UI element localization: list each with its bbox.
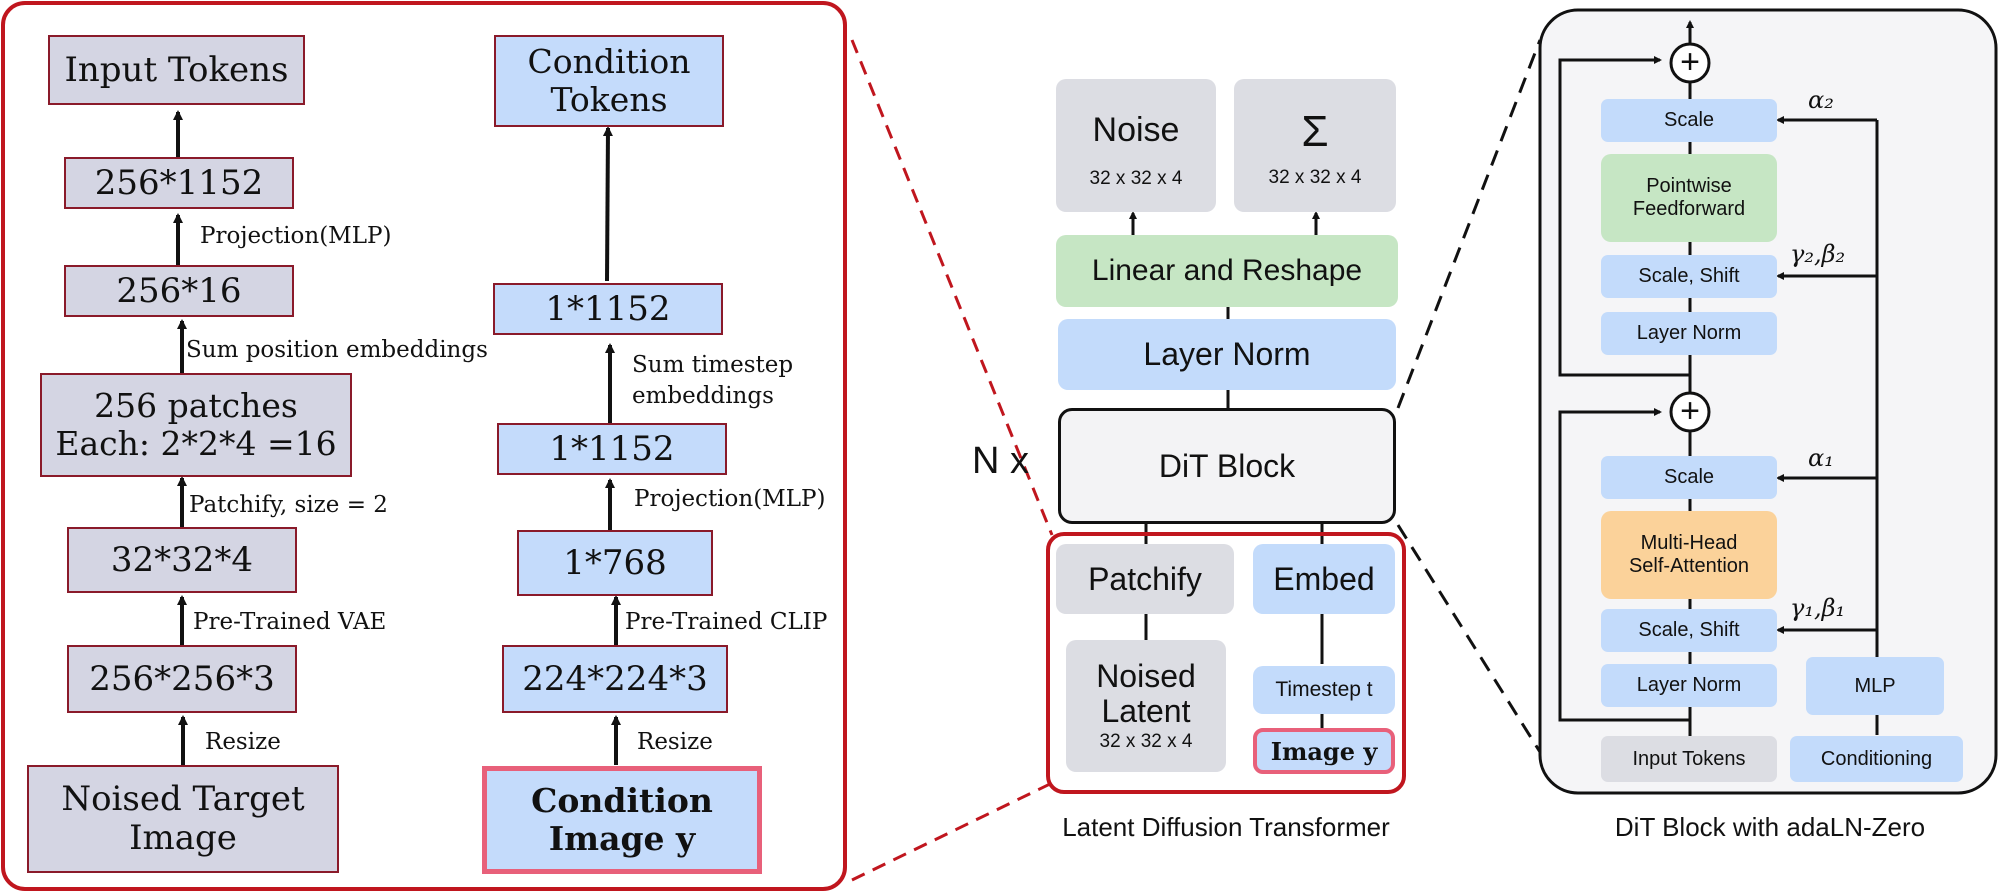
mlp-label: MLP xyxy=(1854,674,1896,697)
plus-top-icon: + xyxy=(1680,43,1700,81)
plus-circles xyxy=(1669,42,1711,433)
scale-shift-bottom-label: Scale, Shift xyxy=(1638,619,1740,641)
vae-edge-label: Pre-Trained VAE xyxy=(193,609,387,635)
middle-layer-norm-label: Layer Norm xyxy=(1143,336,1311,372)
condition-column-arrows xyxy=(602,126,621,765)
alpha2-label: α₂ xyxy=(1808,86,1834,114)
patches-label: 256 patches Each: 2*2*4 =16 xyxy=(55,386,337,463)
noise-label: Noise xyxy=(1092,111,1180,149)
input-tokens-box: Input Tokens xyxy=(48,35,305,105)
alpha1-label: α₁ xyxy=(1808,444,1834,472)
input-1152-box: 256*1152 xyxy=(64,157,294,209)
sigma-dim-label: 32 x 32 x 4 xyxy=(1268,166,1362,188)
cond-768-box: 1*768 xyxy=(517,530,713,596)
scale-top-box: Scale xyxy=(1601,99,1777,142)
condition-tokens-label: Condition Tokens xyxy=(527,42,691,119)
timestep-box: Timestep t xyxy=(1253,666,1395,714)
image-256x256x3-label: 256*256*3 xyxy=(89,659,275,699)
linear-reshape-label: Linear and Reshape xyxy=(1091,254,1363,287)
projection-mlp-cond-edge-label: Projection(MLP) xyxy=(634,486,826,512)
projection-mlp-edge-label: Projection(MLP) xyxy=(200,223,392,249)
noised-target-image-box: Noised Target Image xyxy=(27,765,339,873)
image-y-label: Image y xyxy=(1270,736,1378,766)
resize-input-edge-label: Resize xyxy=(205,729,281,755)
pointwise-feedforward-box: Pointwise Feedforward xyxy=(1601,154,1777,242)
image-y-box: Image y xyxy=(1253,728,1395,774)
patches-box: 256 patches Each: 2*2*4 =16 xyxy=(40,373,352,477)
conditioning-box: Conditioning xyxy=(1790,736,1963,782)
noised-latent-dim-label: 32 x 32 x 4 xyxy=(1099,731,1193,753)
sigma-box: Σ 32 x 32 x 4 xyxy=(1234,79,1396,212)
input-256x16-box: 256*16 xyxy=(64,265,294,317)
middle-connectors xyxy=(1129,211,1324,730)
input-tokens-label: Input Tokens xyxy=(64,50,289,90)
timestep-label: Timestep t xyxy=(1275,678,1373,701)
multi-head-attention-box: Multi-Head Self-Attention xyxy=(1601,511,1777,599)
layer-norm-bottom-box: Layer Norm xyxy=(1601,664,1777,707)
conditioning-label: Conditioning xyxy=(1820,747,1933,770)
sigma-label: Σ xyxy=(1301,106,1329,156)
layer-norm-top-label: Layer Norm xyxy=(1636,322,1742,344)
pointwise-feedforward-label: Pointwise Feedforward xyxy=(1632,175,1746,220)
gamma2-beta2-label: γ₂,β₂ xyxy=(1790,240,1846,268)
input-256x16-label: 256*16 xyxy=(116,271,242,311)
cond-1152-top-label: 1*1152 xyxy=(545,289,671,329)
cond-1152-bottom-label: 1*1152 xyxy=(549,429,675,469)
sum-position-edge-label: Sum position embeddings xyxy=(186,337,488,363)
dit-block-caption: DiT Block with adaLN-Zero xyxy=(1614,812,1926,842)
scale-shift-top-box: Scale, Shift xyxy=(1601,255,1777,298)
noised-latent-box: Noised Latent 32 x 32 x 4 xyxy=(1066,640,1226,772)
cond-224x224x3-box: 224*224*3 xyxy=(502,645,728,713)
n-x-label: N x xyxy=(972,440,1029,482)
input-column-arrows xyxy=(173,110,188,765)
sum-timestep-edge-label: Sum timestep embeddings xyxy=(632,352,794,410)
zoom-lines-right xyxy=(1396,39,1542,753)
patchify-label: Patchify xyxy=(1088,560,1202,597)
plus-bottom-icon: + xyxy=(1680,392,1700,430)
zoom-lines-left xyxy=(850,39,1054,882)
mlp-box: MLP xyxy=(1806,657,1944,715)
patchify-box: Patchify xyxy=(1056,544,1234,614)
latent-32x32x4-label: 32*32*4 xyxy=(110,540,254,580)
scale-bottom-box: Scale xyxy=(1601,456,1777,499)
noise-box: Noise 32 x 32 x 4 xyxy=(1056,79,1216,212)
layer-norm-bottom-label: Layer Norm xyxy=(1636,674,1742,696)
condition-image-y-box: Condition Image y xyxy=(482,766,762,874)
condition-tokens-box: Condition Tokens xyxy=(494,35,724,127)
resize-cond-edge-label: Resize xyxy=(637,729,713,755)
noised-target-image-label: Noised Target Image xyxy=(61,778,305,858)
scale-top-label: Scale xyxy=(1663,109,1715,131)
linear-reshape-box: Linear and Reshape xyxy=(1056,235,1398,307)
embed-label: Embed xyxy=(1273,560,1375,597)
scale-shift-bottom-box: Scale, Shift xyxy=(1601,609,1777,652)
input-tokens-right-label: Input Tokens xyxy=(1632,747,1746,770)
cond-1152-bottom-box: 1*1152 xyxy=(497,423,727,475)
embed-box: Embed xyxy=(1253,544,1395,614)
multi-head-attention-label: Multi-Head Self-Attention xyxy=(1628,532,1750,577)
cond-1152-top-box: 1*1152 xyxy=(493,283,723,335)
gamma1-beta1-label: γ₁,β₁ xyxy=(1790,594,1846,622)
clip-edge-label: Pre-Trained CLIP xyxy=(625,609,828,635)
middle-highlight-frame xyxy=(1046,532,1406,794)
latent-diffusion-caption: Latent Diffusion Transformer xyxy=(1062,812,1390,842)
scale-shift-top-label: Scale, Shift xyxy=(1638,265,1740,287)
left-panel-frame xyxy=(1,1,847,891)
layer-norm-top-box: Layer Norm xyxy=(1601,312,1777,355)
cond-224x224x3-label: 224*224*3 xyxy=(522,659,708,699)
cond-768-label: 1*768 xyxy=(563,543,667,583)
latent-32x32x4-box: 32*32*4 xyxy=(67,527,297,593)
image-256x256x3-box: 256*256*3 xyxy=(67,645,297,713)
noised-latent-label: Noised Latent xyxy=(1096,657,1196,729)
dit-block-box: DiT Block xyxy=(1058,408,1396,524)
condition-image-y-label: Condition Image y xyxy=(531,781,713,858)
noise-dim-label: 32 x 32 x 4 xyxy=(1089,168,1183,189)
input-1152-label: 256*1152 xyxy=(94,163,264,203)
input-tokens-right-box: Input Tokens xyxy=(1601,736,1777,782)
dit-block-label: DiT Block xyxy=(1158,447,1296,484)
middle-layer-norm-box: Layer Norm xyxy=(1058,319,1396,390)
scale-bottom-label: Scale xyxy=(1663,466,1715,488)
patchify-edge-label: Patchify, size = 2 xyxy=(189,492,388,518)
